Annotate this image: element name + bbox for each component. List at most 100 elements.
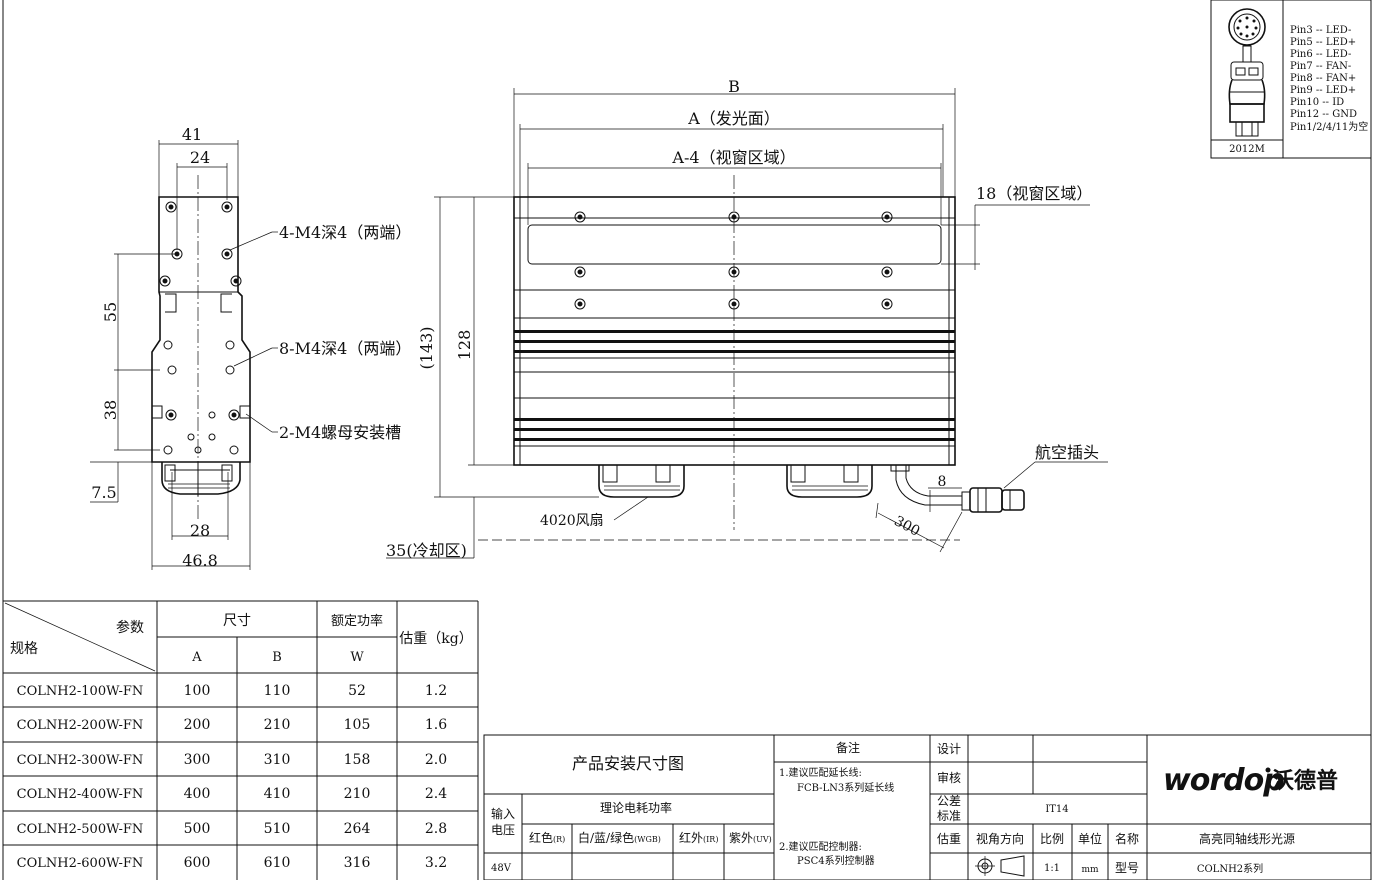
spec-weight: 1.2 bbox=[425, 683, 447, 699]
spec-model: COLNH2-100W-FN bbox=[17, 684, 144, 699]
front-view bbox=[386, 88, 1108, 559]
dim-35-cooling: 35(冷却区) bbox=[386, 541, 467, 560]
color-uv: 紫外(UV) bbox=[729, 831, 772, 845]
dim-128: 128 bbox=[455, 330, 474, 361]
color-ir: 红外(IR) bbox=[679, 830, 718, 845]
label-scale: 比例 bbox=[1040, 832, 1064, 846]
dim-a: A（发光面） bbox=[687, 109, 780, 128]
spec-model: COLNH2-200W-FN bbox=[17, 718, 144, 733]
sub-a: A bbox=[191, 650, 202, 665]
tolerance-value: IT14 bbox=[1045, 804, 1068, 815]
label-tolerance-2: 标准 bbox=[937, 809, 961, 823]
spec-b: 610 bbox=[264, 855, 291, 871]
label-view-dir: 视角方向 bbox=[976, 831, 1024, 846]
unit-value: mm bbox=[1081, 865, 1099, 875]
side-view bbox=[90, 140, 278, 570]
color-red: 红色(R) bbox=[529, 830, 565, 845]
dim-300: 300 bbox=[891, 513, 922, 540]
dim-41: 41 bbox=[182, 125, 202, 144]
spec-power: 210 bbox=[344, 786, 371, 802]
pin-line: Pin1/2/4/11为空 bbox=[1290, 120, 1368, 133]
spec-power: 52 bbox=[348, 683, 366, 699]
product-name: 高亮同轴线形光源 bbox=[1199, 831, 1295, 846]
spec-power: 316 bbox=[344, 855, 371, 871]
voltage-value: 48V bbox=[491, 863, 512, 874]
dim-7-5: 7.5 bbox=[91, 483, 116, 502]
power-label: 理论电耗功率 bbox=[600, 800, 672, 815]
spec-model: COLNH2-300W-FN bbox=[17, 753, 144, 768]
pin-line: Pin9 -- LED+ bbox=[1290, 85, 1356, 96]
dim-18: 18（视窗区域） bbox=[976, 184, 1092, 203]
note-2b: PSC4系列控制器 bbox=[797, 854, 875, 867]
label-weight: 估重 bbox=[937, 832, 961, 846]
dim-8: 8 bbox=[938, 474, 947, 490]
pin-line: Pin8 -- FAN+ bbox=[1290, 73, 1356, 84]
header-power: 额定功率 bbox=[331, 613, 383, 629]
callout-4-m4: 4-M4深4（两端） bbox=[279, 223, 411, 242]
callout-nut-slot: 2-M4螺母安装槽 bbox=[279, 423, 401, 442]
dim-b: B bbox=[728, 77, 740, 96]
dim-28: 28 bbox=[190, 521, 210, 540]
spec-weight: 2.0 bbox=[425, 752, 447, 768]
spec-b: 310 bbox=[264, 752, 291, 768]
note-1b: FCB-LN3系列延长线 bbox=[797, 781, 894, 794]
pin-line: Pin5 -- LED+ bbox=[1290, 37, 1356, 48]
pin-line: Pin12 -- GND bbox=[1290, 109, 1357, 120]
spec-a: 300 bbox=[184, 752, 211, 768]
scale-value: 1:1 bbox=[1044, 863, 1060, 874]
input-voltage-1: 输入 bbox=[491, 806, 515, 821]
callout-connector: 航空插头 bbox=[1035, 443, 1099, 462]
label-model: 型号 bbox=[1115, 861, 1139, 875]
input-voltage-2: 电压 bbox=[491, 823, 515, 837]
dim-143: (143) bbox=[417, 326, 436, 369]
label-unit: 单位 bbox=[1078, 831, 1102, 846]
spec-b: 410 bbox=[264, 786, 291, 802]
spec-b: 510 bbox=[264, 821, 291, 837]
pin-line: Pin7 -- FAN- bbox=[1290, 61, 1351, 72]
sub-w: W bbox=[350, 650, 364, 665]
svg-text:wordop: wordop bbox=[1163, 763, 1284, 798]
spec-power: 264 bbox=[344, 821, 371, 837]
spec-b: 110 bbox=[264, 683, 291, 699]
title-block bbox=[483, 734, 1372, 880]
spec-power: 105 bbox=[344, 717, 371, 733]
svg-text:沃德普: 沃德普 bbox=[1272, 768, 1338, 794]
spec-a: 400 bbox=[184, 786, 211, 802]
pinout-model: 2012M bbox=[1229, 144, 1265, 155]
header-size: 尺寸 bbox=[223, 613, 251, 629]
sub-b: B bbox=[272, 650, 282, 665]
note-1a: 1.建议匹配延长线: bbox=[779, 766, 862, 779]
spec-weight: 1.6 bbox=[425, 717, 447, 733]
spec-a: 100 bbox=[184, 683, 211, 699]
spec-a: 500 bbox=[184, 821, 211, 837]
spec-model: COLNH2-600W-FN bbox=[17, 856, 144, 871]
notes-header: 备注 bbox=[836, 740, 860, 755]
spec-table bbox=[3, 600, 479, 880]
label-tolerance-1: 公差 bbox=[937, 794, 961, 808]
corner-param: 参数 bbox=[116, 619, 144, 636]
color-wgb: 白/蓝/绿色(WGB) bbox=[578, 830, 661, 845]
dim-38: 38 bbox=[101, 400, 120, 420]
pinout-box bbox=[1210, 0, 1372, 159]
dim-46-8: 46.8 bbox=[182, 551, 218, 570]
callout-8-m4: 8-M4深4（两端） bbox=[279, 339, 411, 358]
corner-spec: 规格 bbox=[10, 641, 38, 657]
spec-b: 210 bbox=[264, 717, 291, 733]
spec-weight: 3.2 bbox=[425, 855, 447, 871]
header-weight: 估重（kg） bbox=[399, 631, 472, 647]
spec-a: 200 bbox=[184, 717, 211, 733]
label-design: 设计 bbox=[937, 742, 961, 756]
dim-24: 24 bbox=[190, 148, 210, 167]
view-direction-icon bbox=[975, 855, 1025, 877]
spec-weight: 2.4 bbox=[425, 786, 447, 802]
pin-line: Pin6 -- LED- bbox=[1290, 49, 1351, 60]
label-review: 审核 bbox=[937, 770, 961, 785]
spec-model: COLNH2-500W-FN bbox=[17, 822, 144, 837]
dim-a-4: A-4（视窗区域） bbox=[671, 148, 795, 167]
pin-line: Pin10 -- ID bbox=[1290, 97, 1344, 108]
dim-55: 55 bbox=[101, 302, 120, 322]
spec-a: 600 bbox=[184, 855, 211, 871]
drawing-title: 产品安装尺寸图 bbox=[572, 754, 684, 773]
